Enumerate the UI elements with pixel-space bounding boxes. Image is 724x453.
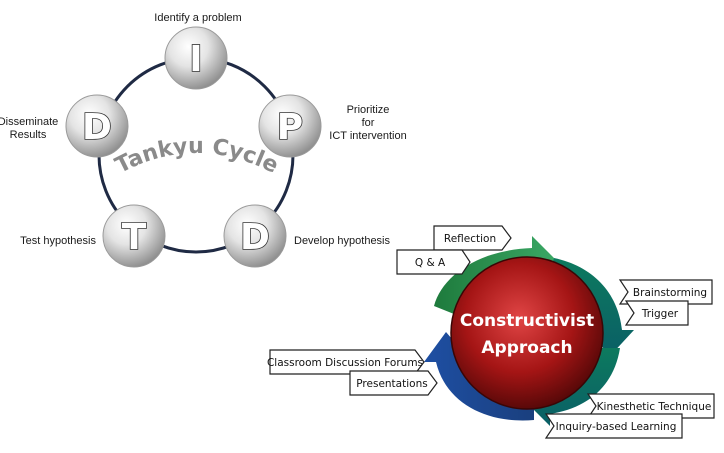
box-inquiry: Inquiry-based Learning: [544, 413, 683, 439]
box-label: Trigger: [641, 308, 679, 320]
node-label: Identify a problem: [154, 12, 241, 24]
box-label: Presentations: [356, 378, 427, 390]
box-label: Classroom Discussion Forums: [267, 357, 423, 369]
tankyu-title: Tankyu Cycle: [112, 134, 283, 179]
box-label: Inquiry-based Learning: [556, 421, 677, 433]
node-letter: I: [189, 39, 202, 80]
box-forums: Classroom Discussion Forums: [267, 349, 425, 375]
center-line: Constructivist: [460, 311, 594, 331]
box-presentations: Presentations: [349, 370, 438, 396]
node-label: Develop hypothesis: [294, 235, 391, 247]
box-label: Q & A: [415, 257, 446, 269]
tankyu-cycle: Tankyu Cycle I Identify a problem P Prio…: [0, 12, 407, 268]
box-reflection: Reflection: [433, 225, 512, 251]
node-letter: D: [82, 107, 112, 148]
center-line: Approach: [481, 338, 572, 358]
node-identify: I Identify a problem: [154, 12, 242, 90]
node-label-line: Prioritize: [347, 104, 390, 116]
box-label: Brainstorming: [633, 287, 707, 299]
node-label: Test hypothesis: [20, 235, 96, 247]
box-qa: Q & A: [396, 249, 471, 275]
node-letter: D: [240, 217, 270, 258]
node-label-line: for: [362, 117, 375, 129]
center-disk: [450, 256, 604, 410]
node-develop: D Develop hypothesis: [223, 204, 391, 268]
node-prioritize: P Prioritize for ICT intervention: [258, 94, 407, 158]
constructivist-cycle: Constructivist Approach Reflection Q & A…: [267, 225, 715, 439]
node-label-line: Results: [10, 129, 47, 141]
node-letter: P: [277, 107, 303, 148]
box-label: Kinesthetic Technique: [597, 401, 712, 413]
node-test: T Test hypothesis: [20, 204, 166, 268]
node-label-line: Disseminate: [0, 116, 58, 128]
node-label-line: ICT intervention: [329, 130, 406, 142]
box-trigger: Trigger: [624, 300, 689, 326]
box-label: Reflection: [444, 233, 496, 245]
node-letter: T: [122, 217, 147, 258]
node-disseminate: D Disseminate Results: [0, 94, 129, 158]
